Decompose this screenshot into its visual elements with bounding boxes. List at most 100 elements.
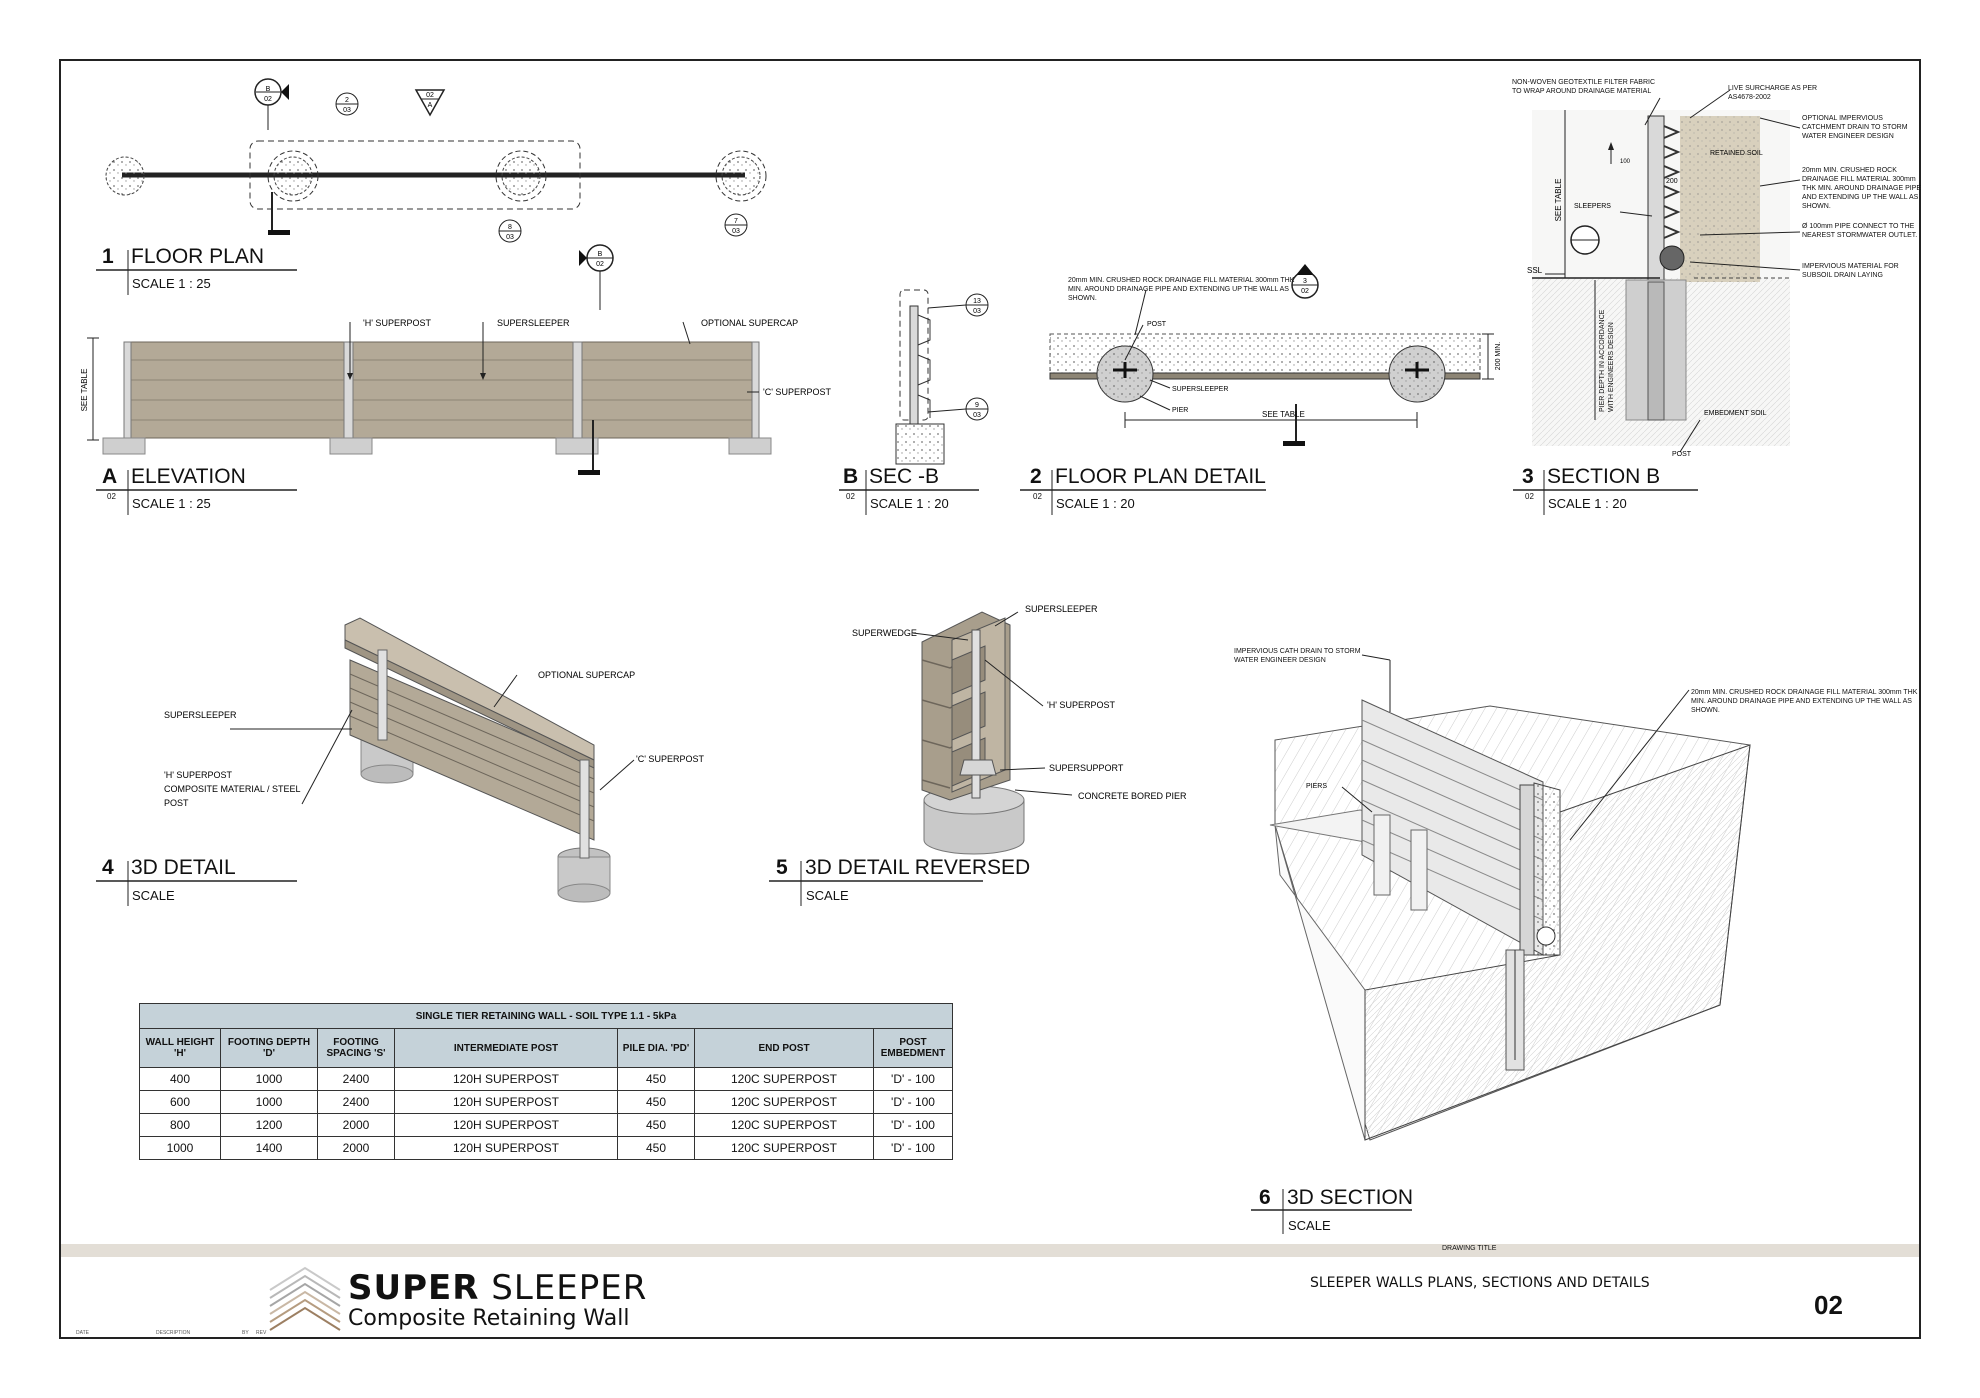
- column-header: END POST: [694, 1028, 874, 1068]
- marker-text: 03: [506, 234, 514, 241]
- cath-drain-note: IMPERVIOUS CATH DRAIN TO STORM WATER ENG…: [1234, 648, 1361, 664]
- table-cell: 600: [139, 1090, 221, 1114]
- marker-text: 02: [1301, 288, 1309, 295]
- view-sheet-ref: 02: [1525, 492, 1534, 501]
- callout-label: RETAINED SOIL: [1710, 150, 1763, 157]
- callout-label: 'H' SUPERPOST: [1047, 700, 1115, 710]
- view-scale: SCALE 1 : 25: [132, 276, 211, 291]
- view-sheet-ref: 02: [1033, 492, 1042, 501]
- table-cell: 1200: [220, 1113, 318, 1137]
- callout-label: PIERS: [1306, 783, 1327, 790]
- dimension-label: 200 MIN.: [1495, 342, 1502, 370]
- table-cell: 450: [617, 1136, 695, 1160]
- 3d-detail-drawing: [230, 617, 635, 903]
- callout-label: COMPOSITE MATERIAL / STEEL: [164, 784, 301, 794]
- table-cell: 120H SUPERPOST: [394, 1113, 618, 1137]
- table-cell: 1000: [220, 1090, 318, 1114]
- dimension-label: 200: [1666, 178, 1678, 185]
- callout-label: SUPERSLEEPER: [1025, 604, 1098, 614]
- marker-text: B: [266, 86, 271, 93]
- footer-description-label: DESCRIPTION: [156, 1330, 191, 1336]
- view-title: FLOOR PLAN DETAIL: [1055, 465, 1266, 488]
- view-scale: SCALE: [132, 888, 175, 903]
- sheet-number: 02: [1814, 1290, 1843, 1320]
- view-number: 5: [776, 856, 788, 879]
- floor-plan-drawing: [105, 78, 767, 243]
- sec-b-drawing: [895, 289, 989, 465]
- dimension-label: SEE TABLE: [80, 369, 89, 412]
- marker-text: 03: [343, 107, 351, 114]
- brand-name-bold: SUPER: [348, 1268, 480, 1308]
- callout-label: CONCRETE BORED PIER: [1078, 791, 1187, 801]
- pier-circle: [721, 156, 761, 196]
- marker-text: 2: [345, 97, 349, 104]
- callout-label: 'H' SUPERPOST: [164, 770, 232, 780]
- pier-circle: [105, 156, 145, 196]
- callout-label: OPTIONAL SUPERCAP: [538, 670, 635, 680]
- view-number: 2: [1030, 465, 1042, 488]
- view-title: 3D DETAIL: [131, 856, 236, 879]
- marker-text: 13: [973, 298, 981, 305]
- section-b-drawing: [1532, 89, 1801, 453]
- brand-tagline: Composite Retaining Wall: [348, 1306, 630, 1331]
- view-scale: SCALE 1 : 20: [870, 496, 949, 511]
- footer-rev-label: REV: [256, 1330, 267, 1336]
- view-title: ELEVATION: [131, 465, 246, 488]
- view-scale: SCALE: [806, 888, 849, 903]
- elevation-drawing: [87, 244, 772, 475]
- callout-label: OPTIONAL SUPERCAP: [701, 318, 798, 328]
- callout-label: PIER: [1172, 407, 1188, 414]
- 3d-detail-reversed-drawing: [912, 611, 1073, 855]
- table-cell: 120C SUPERPOST: [694, 1090, 874, 1114]
- marker-text: B: [598, 251, 603, 258]
- view-title-underlines: [96, 250, 1698, 1234]
- table-cell: 2400: [317, 1067, 395, 1091]
- table-cell: 450: [617, 1113, 695, 1137]
- view-number: B: [843, 465, 859, 488]
- table-cell: 2400: [317, 1090, 395, 1114]
- table-cell: 1000: [220, 1067, 318, 1091]
- table-cell: 'D' - 100: [873, 1090, 953, 1114]
- table-cell: 2000: [317, 1136, 395, 1160]
- table-cell: 120H SUPERPOST: [394, 1067, 618, 1091]
- dimension-label: SEE TABLE: [1554, 179, 1563, 222]
- title-block-bar: [61, 1244, 1919, 1257]
- dimension-label: 100: [1620, 159, 1631, 165]
- table-cell: 'D' - 100: [873, 1113, 953, 1137]
- callout-label: SUPERWEDGE: [852, 628, 917, 638]
- view-sheet-ref: 02: [107, 492, 116, 501]
- view-title: 3D DETAIL REVERSED: [805, 856, 1031, 879]
- 3d-crushed-rock-note: 20mm MIN. CRUSHED ROCK DRAINAGE FILL MAT…: [1691, 689, 1918, 712]
- marker-text: A: [428, 102, 433, 109]
- column-header: POST EMBEDMENT: [873, 1028, 953, 1068]
- callout-label: POST: [1672, 451, 1692, 458]
- catchment-note: OPTIONAL IMPERVIOUS CATCHMENT DRAIN TO S…: [1802, 115, 1908, 140]
- table-cell: 1000: [139, 1136, 221, 1160]
- table-cell: 450: [617, 1067, 695, 1091]
- view-scale: SCALE 1 : 20: [1056, 496, 1135, 511]
- marker-text: 03: [732, 228, 740, 235]
- table-cell: 'D' - 100: [873, 1136, 953, 1160]
- callout-label: SUPERSLEEPER: [164, 710, 237, 720]
- callout-label: SLEEPERS: [1574, 203, 1611, 210]
- table-cell: 1400: [220, 1136, 318, 1160]
- callout-label: 'C' SUPERPOST: [763, 387, 831, 397]
- view-number: A: [102, 465, 118, 488]
- view-title: SECTION B: [1547, 465, 1661, 488]
- pier-circle: [501, 156, 541, 196]
- callout-label: POST: [1147, 321, 1167, 328]
- geotextile-note: NON-WOVEN GEOTEXTILE FILTER FABRIC TO WR…: [1512, 79, 1655, 95]
- marker-text: 03: [973, 308, 981, 315]
- column-header: WALL HEIGHT 'H': [139, 1028, 221, 1068]
- pier-depth-note: PIER DEPTH IN ACCORDANCE WITH ENGINEERS …: [1599, 309, 1614, 412]
- table-cell: 450: [617, 1090, 695, 1114]
- footer-date-label: DATE: [76, 1330, 89, 1336]
- table-row: 1000 1400 2000 120H SUPERPOST 450 120C S…: [139, 1136, 953, 1160]
- callout-label: EMBEDMENT SOIL: [1704, 410, 1767, 417]
- view-scale: SCALE 1 : 20: [1548, 496, 1627, 511]
- 3d-section-drawing: [1269, 654, 1751, 1141]
- marker-text: 02: [426, 92, 434, 99]
- callout-label: SUPERSUPPORT: [1049, 763, 1124, 773]
- drawing-sheet-border: [59, 59, 1921, 1339]
